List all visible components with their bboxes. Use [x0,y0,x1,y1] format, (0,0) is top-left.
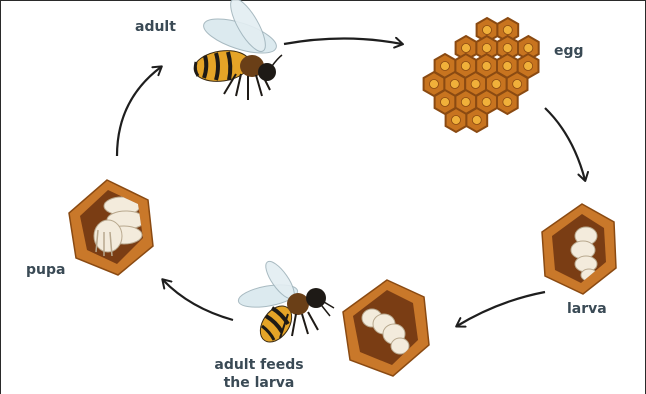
arrow-adult-to-egg [284,39,402,45]
stage-label-pupa: pupa [26,261,65,279]
egg [471,80,480,89]
arrow-pupa-to-adult [117,67,161,156]
egg [461,98,470,107]
arrow-egg-to-larva [545,108,585,180]
larva-cell-icon [542,204,616,294]
egg [524,44,533,53]
egg [461,62,470,71]
stage-label-adult-feeds-larva: adult feeds the larva [209,356,309,392]
egg [441,98,450,107]
feeding-bee-icon [237,257,334,347]
egg [472,116,481,125]
egg [524,62,533,71]
stage-label-feeds-line2: the larva [209,374,309,392]
egg [462,44,471,53]
egg [503,26,512,35]
egg [492,80,501,89]
egg [441,62,450,71]
egg [430,80,439,89]
egg [503,98,512,107]
egg [482,44,491,53]
egg [513,80,522,89]
honeycomb-icon [424,18,539,132]
arrow-larva-to-feeding [457,292,545,326]
feeding-cell-icon [343,280,429,376]
pupa-cell-icon [69,180,153,275]
egg [482,62,491,71]
stage-label-larva: larva [567,300,607,318]
egg [482,98,491,107]
stage-label-egg: egg [554,42,584,60]
bee-icon [192,0,282,100]
egg [503,44,512,53]
arrow-feeding-to-pupa [163,280,233,320]
stage-label-adult: adult [135,18,176,36]
egg [483,26,492,35]
egg [450,80,459,89]
egg [503,62,512,71]
stage-label-feeds-line1: adult feeds [209,356,309,374]
egg [452,116,461,125]
